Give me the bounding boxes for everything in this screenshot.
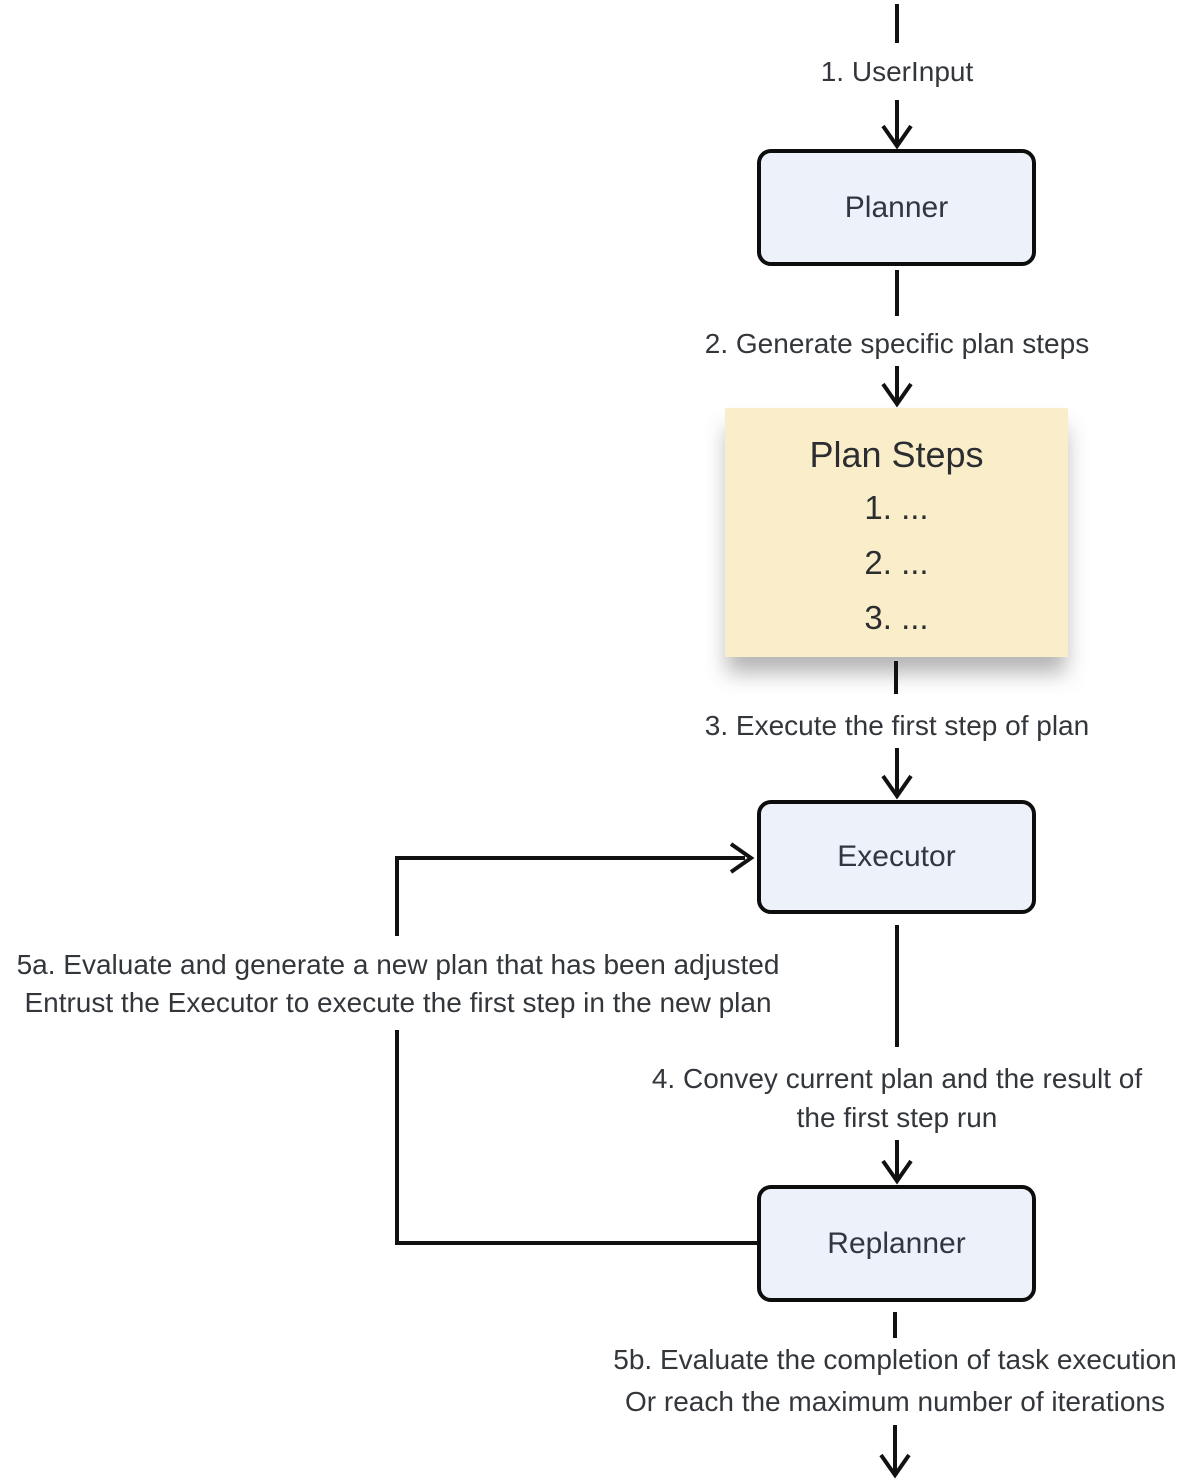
replanner-node-label: Replanner [827, 1226, 966, 1260]
label-line: 1. UserInput [820, 56, 974, 87]
plan-steps-item: 3. ... [864, 599, 929, 636]
label-step5a-replan-loop: 5a. Evaluate and generate a new plan tha… [0, 946, 796, 1022]
label-line: Or reach the maximum number of iteration… [625, 1386, 1165, 1417]
arrowhead-down-icon [881, 382, 913, 408]
label-line: the first step run [796, 1102, 998, 1133]
executor-node: Executor [757, 800, 1036, 914]
label-line: 2. Generate specific plan steps [704, 328, 1090, 359]
plan-steps-item: 1. ... [864, 489, 929, 526]
arrow-to-executor [881, 748, 913, 800]
plan-steps-items: 1. ... 2. ... 3. ... [725, 480, 1068, 645]
label-step5b-evaluate-completion: 5b. Evaluate the completion of task exec… [575, 1339, 1192, 1423]
planner-node-label: Planner [844, 190, 949, 224]
executor-node-label: Executor [837, 840, 956, 873]
arrow-to-replanner [881, 1140, 913, 1185]
label-line: Entrust the Executor to execute the firs… [24, 987, 772, 1018]
loop-replanner-to-executor-upper [395, 842, 755, 936]
plan-steps-title: Plan Steps [809, 434, 984, 475]
arrowhead-down-icon [881, 1159, 913, 1185]
label-line: 4. Convey current plan and the result of [651, 1063, 1143, 1094]
arrowhead-right-icon [729, 842, 755, 874]
plan-steps-item: 2. ... [864, 544, 929, 581]
arrowhead-down-icon [881, 124, 913, 150]
label-step1-userinput: 1. UserInput [697, 54, 1097, 90]
arrow-userinput-to-planner [881, 100, 913, 150]
label-step3-execute-first-step: 3. Execute the first step of plan [597, 708, 1192, 744]
label-step2-generate-plan: 2. Generate specific plan steps [597, 326, 1192, 362]
label-step4-convey-result: 4. Convey current plan and the result of… [617, 1059, 1177, 1137]
label-line: 5b. Evaluate the completion of task exec… [613, 1344, 1177, 1375]
label-line: 3. Execute the first step of plan [704, 710, 1090, 741]
arrow-bottom-exit [879, 1425, 911, 1479]
arrowhead-down-icon [881, 774, 913, 800]
label-line: 5a. Evaluate and generate a new plan tha… [16, 949, 780, 980]
arrowhead-down-icon [879, 1453, 911, 1479]
replanner-node: Replanner [757, 1185, 1036, 1302]
arrow-to-plan-steps [881, 366, 913, 408]
planner-node: Planner [757, 149, 1036, 266]
plan-steps-note: Plan Steps 1. ... 2. ... 3. ... [725, 408, 1068, 657]
